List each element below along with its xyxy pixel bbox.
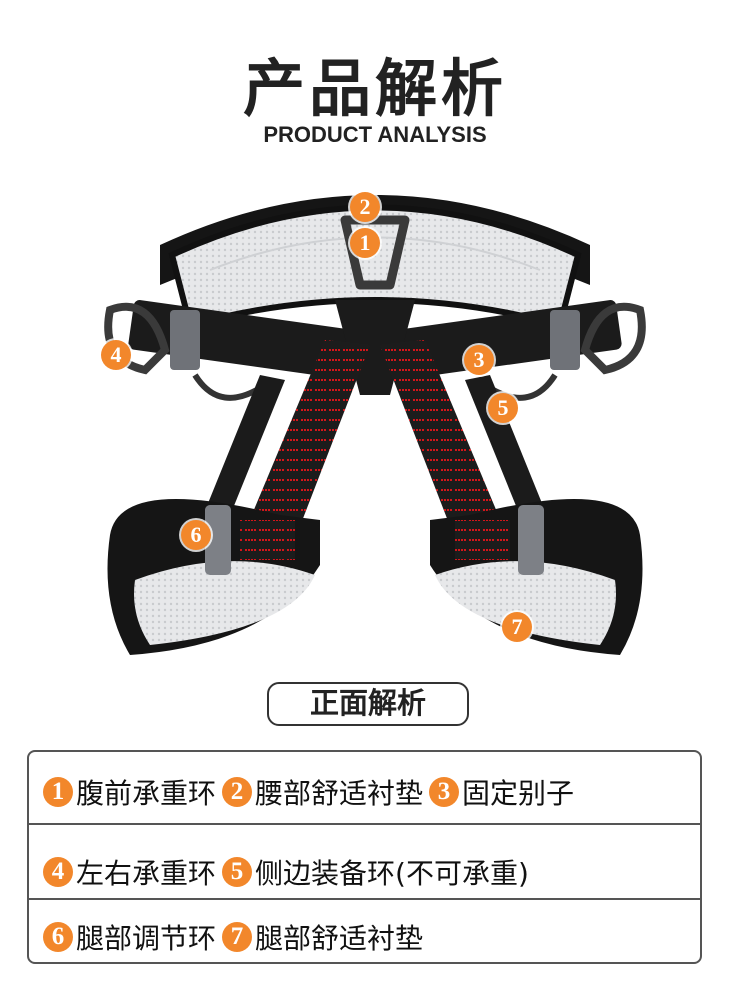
marker-5: 5 (488, 393, 518, 423)
number-badge: 1 (43, 777, 73, 807)
marker-7: 7 (502, 612, 532, 642)
legend-text: 腿部调节环 (76, 922, 217, 955)
legend-text: 侧边装备环(不可承重) (255, 857, 529, 890)
number-badge: 4 (43, 857, 73, 887)
legend-table: 1 腹前承重环 2 腰部舒适衬垫 3 固定别子 4 左右承重环 5 侧边装备环(… (27, 750, 702, 964)
legend-text: 腿部舒适衬垫 (255, 922, 424, 955)
number-badge: 2 (222, 777, 253, 807)
legend-item: 1 腹前承重环 (43, 772, 216, 812)
legend-item: 5 侧边装备环(不可承重) (222, 852, 529, 892)
legend-divider (29, 898, 700, 900)
legend-item: 7 腿部舒适衬垫 (222, 917, 423, 957)
marker-2: 2 (350, 192, 380, 222)
legend-item: 2 腰部舒适衬垫 (222, 772, 423, 812)
legend-row-3: 6 腿部调节环 7 腿部舒适衬垫 (43, 902, 694, 972)
number-badge: 5 (222, 857, 253, 887)
number-badge: 6 (43, 922, 73, 952)
legend-item: 6 腿部调节环 (43, 917, 216, 957)
legend-row-1: 1 腹前承重环 2 腰部舒适衬垫 3 固定别子 (43, 757, 694, 827)
legend-text: 腹前承重环 (76, 777, 217, 810)
page-title: 产品解析 (242, 52, 507, 125)
legend-divider (29, 823, 700, 825)
number-badge: 3 (429, 777, 460, 807)
harness-photo (104, 195, 646, 655)
number-badge: 7 (222, 922, 253, 952)
marker-4: 4 (101, 340, 131, 370)
marker-1: 1 (350, 228, 380, 258)
legend-item: 3 固定别子 (429, 772, 574, 812)
legend-row-2: 4 左右承重环 5 侧边装备环(不可承重) (43, 837, 694, 907)
section-label: 正面解析 (267, 682, 469, 726)
marker-6: 6 (181, 520, 211, 550)
legend-text: 左右承重环 (76, 857, 217, 890)
page-subtitle: PRODUCT ANALYSIS (263, 122, 487, 147)
legend-text: 固定别子 (462, 777, 575, 810)
legend-item: 4 左右承重环 (43, 852, 216, 892)
legend-text: 腰部舒适衬垫 (255, 777, 424, 810)
marker-3: 3 (464, 345, 494, 375)
